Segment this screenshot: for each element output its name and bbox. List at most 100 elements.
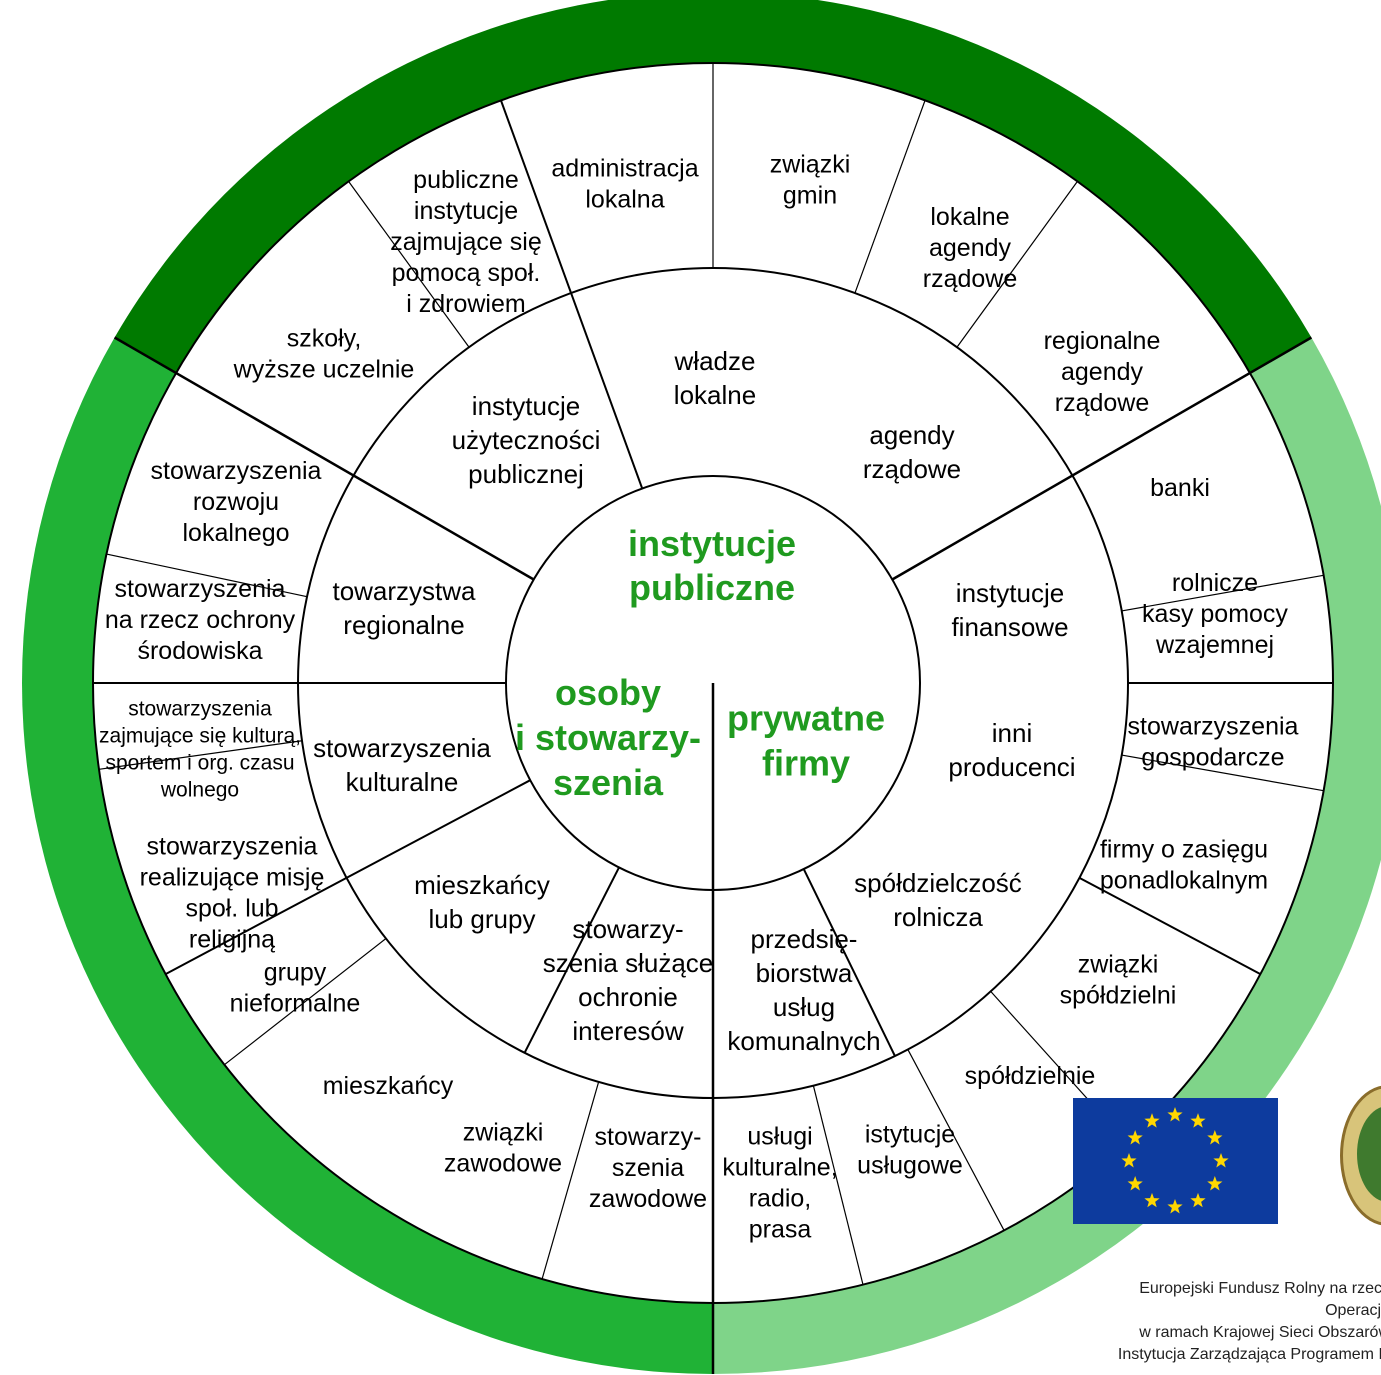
middle-label-agendy-rzadowe-line: agendy [869,420,954,450]
outer-label-rolnicze-kasy-line: kasy pomocy [1142,600,1288,628]
outer-label-stowarzyszenia-misja-line: stowarzyszenia [147,833,318,861]
outer-label-stowarzyszenia-rozwoju-line: rozwoju [193,488,279,516]
outer-label-publiczne-instytucje-pomoc-line: publiczne [413,166,519,194]
outer-label-uslugi-kulturalne-line: prasa [749,1216,812,1244]
outer-label-szkoly-line: wyższe uczelnie [233,356,415,384]
outer-label-mieszkancy-line: mieszkańcy [323,1072,454,1100]
outer-label-zwiazki-zawodowe-line: związki [463,1119,544,1147]
outer-label-zwiazki-zawodowe: związki zawodowe [444,1119,562,1178]
outer-label-stowarzyszenia-misja-line: realizujące misję [140,864,325,892]
outer-label-stowarzyszenia-misja: stowarzyszenia realizujące misję społ. lub… [140,833,325,954]
outer-label-publiczne-instytucje-pomoc-line: zajmujące się [390,228,541,256]
outer-label-szkoly: szkoły, wyższe uczelnie [233,325,415,384]
outer-label-regionalne-agendy-line: agendy [1061,358,1144,386]
outer-label-administracja-lokalna-line: lokalna [585,186,664,214]
sector-divider [106,553,308,598]
outer-label-grupy-nieformalne-line: grupy [264,959,327,987]
eu-star-icon [1144,1113,1160,1128]
eu-star-icon [1190,1192,1206,1208]
outer-label-publiczne-instytucje-pomoc-line: i zdrowiem [406,290,525,318]
middle-label-instytucje-finansowe-line: finansowe [951,612,1068,642]
middle-label-przedsiebiorstwa-uslug-line: komunalnych [727,1026,880,1056]
outer-label-rolnicze-kasy-line: wzajemnej [1155,631,1274,659]
footer-line: Operacja [1325,1302,1381,1319]
outer-label-zwiazki-zawodowe-line: zawodowe [444,1150,562,1178]
outer-label-stowarzyszenia-kultura-sport-line: stowarzyszenia [128,698,272,721]
middle-label-stowarzyszenia-ochrona-interesow-line: interesów [572,1016,683,1046]
middle-label-mieszkancy-lub-grupy: mieszkańcy lub grupy [414,870,550,934]
outer-label-uslugi-kulturalne-line: radio, [749,1185,812,1213]
middle-label-stowarzyszenia-kulturalne-line: stowarzyszenia [313,733,491,763]
sector-divider [224,938,387,1066]
middle-label-instytucje-uzytecznosci-line: instytucje [472,391,580,421]
middle-label-instytucje-finansowe-line: instytucje [956,578,1064,608]
outer-label-istytucje-uslugowe-line: usługowe [857,1152,963,1180]
eu-flag-logo [1073,1098,1278,1224]
sector-divider [98,740,303,770]
eu-star-icon [1144,1192,1160,1208]
outer-label-stowarzyszenia-zawodowe-line: szenia [612,1154,684,1182]
eu-star-icon [1213,1153,1229,1168]
middle-label-towarzystwa-regionalne-line: towarzystwa [332,576,476,606]
middle-label-spoldzielczosc-rolnicza-line: rolnicza [893,902,983,932]
outer-label-administracja-lokalna-line: administracja [551,155,698,183]
sector-divider [891,336,1313,581]
outer-label-istytucje-uslugowe-line: istytucje [865,1121,955,1149]
core-label-public-line: publiczne [629,567,795,608]
eu-star-icon [1207,1130,1223,1145]
sector-divider [500,100,644,489]
sector-divider [812,1085,864,1285]
core-label-private-line: firmy [762,743,850,784]
middle-label-mieszkancy-lub-grupy-line: lub grupy [429,904,536,934]
core-label-people-line: szenia [553,762,664,803]
outer-label-stowarzyszenia-misja-line: społ. lub [185,895,278,923]
outer-label-stowarzyszenia-kultura-sport-line: zajmujące się kulturą, [99,725,301,748]
outer-label-szkoly-line: szkoły, [287,325,362,353]
outer-label-uslugi-kulturalne-line: usługi [747,1123,812,1151]
outer-label-stowarzyszenia-kultura-sport-line: wolnego [160,779,239,802]
middle-label-wladze-lokalne-line: władze [674,346,756,376]
outer-label-regionalne-agendy-line: regionalne [1044,327,1161,355]
middle-label-stowarzyszenia-kulturalne-line: kulturalne [346,767,459,797]
sector-divider [854,100,926,294]
footer-line: w ramach Krajowej Sieci Obszarów [1139,1324,1381,1341]
eu-stars-icon [1121,1107,1229,1214]
sector-divider [802,868,896,1057]
outer-label-stowarzyszenia-misja-line: religijną [189,926,275,954]
outer-label-publiczne-instytucje-pomoc-line: pomocą społ. [392,259,541,287]
middle-label-instytucje-finansowe: instytucje finansowe [951,578,1068,642]
sector-divider [1121,754,1324,792]
sector-divider [1078,876,1261,975]
eu-star-icon [1190,1113,1206,1128]
middle-label-mieszkancy-lub-grupy-line: mieszkańcy [414,870,550,900]
outer-label-stowarzyszenia-rozwoju-line: stowarzyszenia [151,457,322,485]
outer-label-stowarzyszenia-kultura-sport-line: sportem i org. czasu [105,752,294,775]
seal-emblem-icon [1357,1106,1381,1202]
outer-label-lokalne-agendy-line: agendy [929,234,1012,262]
middle-label-spoldzielczosc-rolnicza-line: spółdzielczość [854,868,1022,898]
footer-funding-note: Europejski Fundusz Rolny na rzecz Operac… [1030,1278,1381,1366]
outer-label-lokalne-agendy-line: lokalne [930,203,1009,231]
outer-label-spoldzielnie-line: spółdzielnie [965,1062,1096,1090]
outer-label-uslugi-kulturalne-line: kulturalne, [722,1154,837,1182]
outer-label-zwiazki-gmin-line: gmin [783,182,837,210]
outer-label-istytucje-uslugowe: istytucje usługowe [857,1121,963,1180]
eu-star-icon [1167,1199,1183,1214]
outer-label-mieszkancy: mieszkańcy [323,1072,454,1100]
footer-line: Instytucja Zarządzająca Programem R [1117,1346,1381,1363]
outer-label-stowarzyszenia-srodowisko-line: na rzecz ochrony [105,606,296,634]
footer-line: Europejski Fundusz Rolny na rzecz [1139,1280,1381,1297]
outer-label-stowarzyszenia-kultura-sport: stowarzyszenia zajmujące się kulturą, spor… [99,698,301,802]
